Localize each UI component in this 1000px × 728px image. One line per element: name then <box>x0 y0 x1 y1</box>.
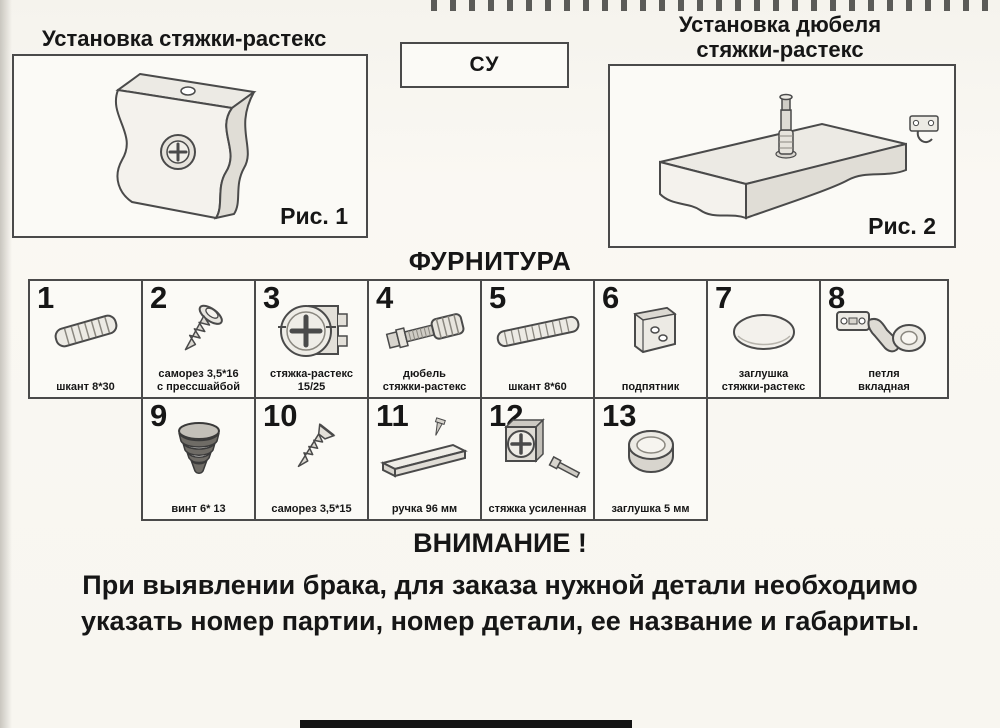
screw-press-washer-icon <box>143 297 254 365</box>
part-label: ручка 96 мм <box>391 502 458 515</box>
hardware-cell-8: 8 петля вкладная <box>819 279 949 399</box>
hardware-cell-5: 5 шкант 8*60 <box>480 279 595 399</box>
fig2-frame: Рис. 2 <box>608 64 956 248</box>
part-label: дюбель стяжки-растекс <box>382 367 467 393</box>
scan-artifact-bar <box>300 720 632 728</box>
part-number: 11 <box>376 398 409 433</box>
handle-96mm-icon <box>369 415 480 483</box>
hardware-row-1: 1 шкант 8*30 2 <box>28 279 949 399</box>
hardware-section-title: ФУРНИТУРА <box>408 246 572 276</box>
warning-line-1: При выявлении брака, для заказа нужной д… <box>82 570 918 600</box>
hardware-cell-3: 3 стяжка-растекс 15/25 <box>254 279 369 399</box>
hardware-cell-4: 4 дюбель стяжки-растекс <box>367 279 482 399</box>
part-label: шкант 8*60 <box>508 380 567 393</box>
dowel-8x30-icon <box>30 297 141 365</box>
part-number: 3 <box>263 280 281 315</box>
part-label: заглушка 5 мм <box>611 502 690 515</box>
screw-6x13-icon <box>143 415 254 483</box>
part-number: 9 <box>150 398 168 433</box>
part-label: шкант 8*30 <box>56 380 115 393</box>
panel-with-rastex-drawing <box>22 58 342 224</box>
inset-hinge-icon <box>821 297 947 365</box>
binding-holes-artifact <box>418 0 1000 11</box>
part-number: 5 <box>489 280 507 315</box>
part-number: 7 <box>715 280 733 315</box>
board-with-dowel-drawing <box>614 68 950 236</box>
rastex-dowel-bolt-icon <box>369 297 480 365</box>
part-label: саморез 3,5*15 <box>271 502 352 515</box>
part-number: 2 <box>150 280 168 315</box>
product-code-box: СУ <box>400 42 569 88</box>
hardware-cell-13: 13 заглушка 5 мм <box>593 397 708 521</box>
fig1-title: Установка стяжки-растекс <box>42 26 327 51</box>
part-label: стяжка-растекс 15/25 <box>270 367 353 393</box>
part-label: подпятник <box>621 380 680 393</box>
warning-block: ВНИМАНИЕ ! При выявлении брака, для зака… <box>0 528 1000 640</box>
fig2-title-line2: стяжки-растекс <box>696 37 864 63</box>
screw-3-5x15-icon <box>256 415 367 483</box>
part-number: 6 <box>602 280 620 315</box>
reinforced-cam-icon <box>482 415 593 483</box>
part-number: 1 <box>37 280 55 315</box>
part-label: винт 6* 13 <box>171 502 226 515</box>
part-label: стяжка усиленная <box>488 502 587 515</box>
hardware-cell-12: 12 стяжка усиленная <box>480 397 595 521</box>
part-number: 10 <box>263 398 298 433</box>
cap-5mm-icon <box>595 415 706 483</box>
rastex-cap-icon <box>708 297 819 365</box>
hardware-cell-1: 1 шкант 8*30 <box>28 279 143 399</box>
hardware-cell-11: 11 ручка 96 мм <box>367 397 482 521</box>
part-number: 8 <box>828 280 846 315</box>
hardware-cell-2: 2 саморез 3,5*16 с прессшайбой <box>141 279 256 399</box>
fig2-title: Установка дюбеля стяжки-растекс <box>608 12 952 63</box>
hardware-row-2: 9 винт 6* 13 10 <box>141 397 708 521</box>
fig1-frame: Рис. 1 <box>12 54 368 238</box>
warning-line-2: указать номер партии, номер детали, ее н… <box>80 606 920 637</box>
hardware-cell-6: 6 подпятник <box>593 279 708 399</box>
part-label: петля вкладная <box>858 367 910 393</box>
part-label: заглушка стяжки-растекс <box>721 367 806 393</box>
hardware-cell-7: 7 заглушка стяжки-растекс <box>706 279 821 399</box>
fig1-caption: Рис. 1 <box>280 203 348 229</box>
scan-edge-shadow <box>0 0 12 728</box>
rastex-cam-icon <box>256 297 367 365</box>
warning-title: ВНИМАНИЕ ! <box>413 528 587 558</box>
fig2-caption: Рис. 2 <box>868 213 936 239</box>
part-label: саморез 3,5*16 с прессшайбой <box>156 367 241 393</box>
dowel-8x60-icon <box>482 297 593 365</box>
part-number: 4 <box>376 280 394 315</box>
hardware-cell-9: 9 винт 6* 13 <box>141 397 256 521</box>
fig2-title-line1: Установка дюбеля <box>678 12 882 37</box>
part-number: 13 <box>602 398 637 433</box>
hardware-cell-10: 10 саморез 3,5*15 <box>254 397 369 521</box>
foot-plate-icon <box>595 297 706 365</box>
